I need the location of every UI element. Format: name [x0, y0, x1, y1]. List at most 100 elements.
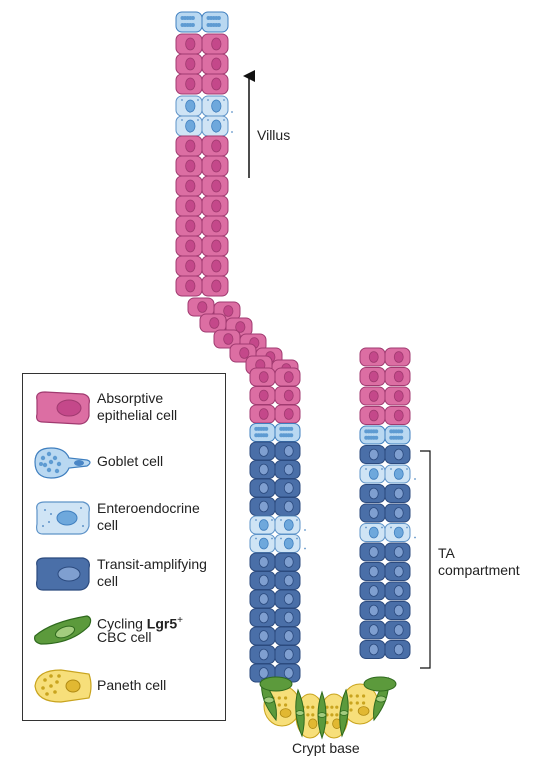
absorptive-cell: [176, 276, 202, 296]
ta-cell: [360, 582, 385, 600]
ta-cell: [385, 563, 410, 581]
absorptive-cell: [385, 348, 410, 366]
absorptive-cell: [176, 176, 202, 196]
absorptive-cell: [275, 387, 300, 405]
transit-amplifying-cell-icon: [31, 550, 95, 600]
legend-item-enteroendocrine: Enteroendocrine cell: [23, 494, 227, 544]
legend-enteroendocrine-line1: Enteroendocrine: [97, 500, 225, 517]
ta-cell: [360, 504, 385, 522]
absorptive-cell: [202, 156, 228, 176]
ta-cell: [275, 646, 300, 664]
absorptive-cell: [385, 368, 410, 386]
legend-item-transit-amplifying: Transit-amplifying cell: [23, 550, 227, 600]
ta-cell: [275, 461, 300, 479]
ta-cell: [360, 446, 385, 464]
ta-cell: [275, 553, 300, 571]
entero-cell: [275, 535, 306, 553]
ta-cell: [360, 602, 385, 620]
absorptive-cell: [385, 407, 410, 425]
absorptive-cell: [176, 256, 202, 276]
entero-cell: [202, 96, 233, 116]
ta-cell: [385, 446, 410, 464]
legend-transit-line1: Transit-amplifying: [97, 556, 225, 573]
legend-paneth-line1: Paneth cell: [97, 677, 225, 694]
absorptive-cell: [202, 236, 228, 256]
absorptive-cell: [176, 196, 202, 216]
villus-label: Villus: [257, 127, 290, 144]
absorptive-cell: [176, 34, 202, 54]
cbc-cell-top-left: [260, 677, 292, 691]
ta-cell: [250, 553, 275, 571]
cbc-cell-icon: [31, 606, 95, 656]
goblet-cell: [176, 12, 202, 32]
absorptive-cell: [176, 216, 202, 236]
absorptive-cell: [360, 407, 385, 425]
absorptive-cell-icon: [31, 384, 95, 434]
absorptive-cell: [176, 74, 202, 94]
ta-cell: [275, 498, 300, 516]
legend-item-absorptive: Absorptive epithelial cell: [23, 384, 227, 434]
absorptive-cell: [202, 196, 228, 216]
ta-cell: [250, 461, 275, 479]
crypt-base-cells: [260, 677, 396, 738]
ta-cell: [360, 543, 385, 561]
ta-cell: [275, 572, 300, 590]
ta-cell: [275, 590, 300, 608]
ta-cell: [385, 504, 410, 522]
entero-cell: [202, 116, 233, 136]
absorptive-cell: [202, 176, 228, 196]
goblet-cell: [360, 426, 385, 444]
ta-cell: [250, 609, 275, 627]
legend-item-goblet: Goblet cell: [23, 440, 227, 490]
ta-cell: [250, 442, 275, 460]
absorptive-cell: [176, 136, 202, 156]
ta-cell: [250, 572, 275, 590]
absorptive-cell: [202, 216, 228, 236]
goblet-cell: [202, 12, 228, 32]
entero-cell: [385, 524, 416, 542]
ta-compartment-bracket: [420, 451, 430, 668]
absorptive-cell: [188, 298, 214, 316]
ta-cell: [360, 641, 385, 659]
absorptive-cell: [200, 314, 226, 332]
goblet-cell: [385, 426, 410, 444]
absorptive-cell: [202, 54, 228, 74]
legend-cbc-line2: CBC cell: [97, 629, 225, 646]
absorptive-cell: [202, 74, 228, 94]
crypt-base-label: Crypt base: [292, 740, 360, 757]
absorptive-cell: [250, 387, 275, 405]
absorptive-cell: [202, 276, 228, 296]
legend-transit-line2: cell: [97, 573, 225, 590]
legend-absorptive-line1: Absorptive: [97, 390, 225, 407]
absorptive-cell: [360, 348, 385, 366]
ta-cell: [275, 627, 300, 645]
crypt-left-wall: [250, 368, 306, 682]
absorptive-cell: [250, 405, 275, 423]
ta-cell: [385, 485, 410, 503]
absorptive-cell: [202, 136, 228, 156]
entero-cell: [275, 516, 306, 534]
ta-compartment-label-line2: compartment: [438, 562, 520, 579]
ta-cell: [385, 543, 410, 561]
absorptive-cell: [385, 387, 410, 405]
ta-cell: [250, 646, 275, 664]
absorptive-cell: [360, 368, 385, 386]
ta-cell: [250, 590, 275, 608]
ta-cell: [250, 627, 275, 645]
ta-cell: [275, 479, 300, 497]
ta-cell: [385, 582, 410, 600]
ta-cell: [250, 498, 275, 516]
ta-cell: [275, 609, 300, 627]
entero-cell: [385, 465, 416, 483]
ta-cell: [385, 621, 410, 639]
absorptive-cell: [176, 54, 202, 74]
crypt-right-wall: [360, 348, 416, 659]
absorptive-cell: [176, 236, 202, 256]
legend-enteroendocrine-line2: cell: [97, 517, 225, 534]
ta-compartment-label-line1: TA: [438, 545, 455, 562]
absorptive-cell: [275, 368, 300, 386]
absorptive-cell: [360, 387, 385, 405]
cbc-cell-top-right: [364, 677, 396, 691]
ta-cell: [360, 621, 385, 639]
ta-cell: [275, 442, 300, 460]
